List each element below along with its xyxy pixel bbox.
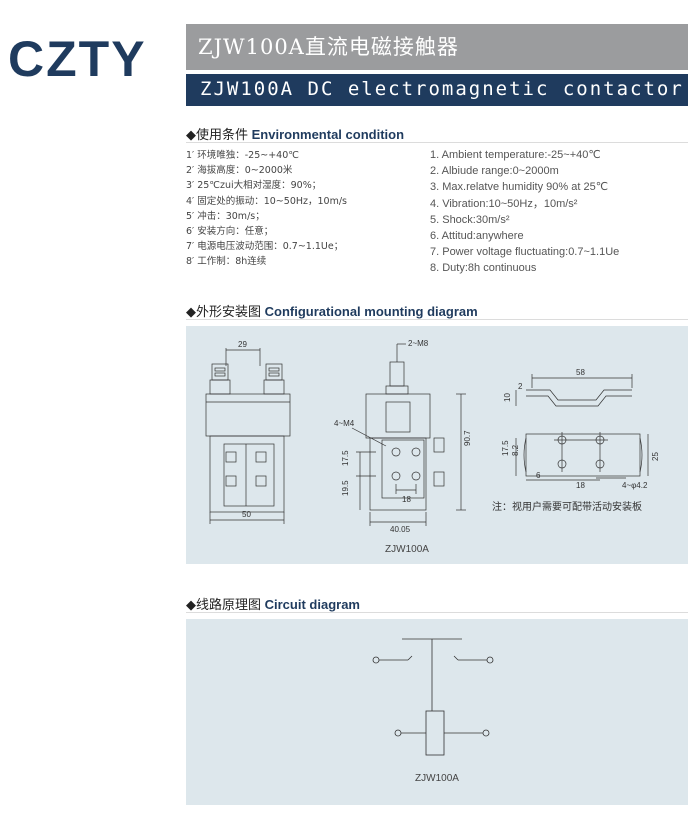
dim-plate-right: 25 (651, 452, 660, 461)
dim-plate-b1: 6 (536, 471, 541, 480)
list-item: 6′ 安装方向：任意； (186, 226, 274, 238)
list-item: 4. Vibration:10~50Hz，10m/s² (430, 197, 578, 210)
list-item: 3. Max.relatve humidity 90% at 25℃ (430, 181, 609, 194)
list-item: 8′ 工作制：8h连续 (186, 256, 267, 268)
list-item: 2. Albiude range:0~2000m (430, 165, 559, 178)
dim-plate-holes: 4~φ4.2 (622, 481, 648, 490)
list-item: 1′ 环境唯独：-25~+40℃ (186, 150, 299, 161)
title-en-bar (186, 74, 688, 106)
list-item: 6. Attitud:anywhere (430, 230, 524, 243)
title-en: ZJW100A DC electromagnetic contactor (200, 78, 684, 100)
dim-plate-left1: 17.5 (501, 440, 510, 456)
circuit-diagram: ZJW100A (372, 638, 494, 784)
brand-logo: CZTY (8, 31, 147, 87)
dim-front-bottom: 50 (242, 510, 251, 519)
list-item: 7′ 电源电压波动范围：0.7~1.1Ue； (186, 241, 344, 253)
list-item: 2′ 海拔高度：0~2000米 (186, 165, 293, 177)
list-item: 3′ 25℃zui大相对湿度：90%； (186, 180, 322, 192)
title-cn-bar (186, 24, 688, 70)
env-heading: ◆使用条件 Environmental condition (186, 124, 404, 143)
circuit-divider (186, 612, 688, 613)
dim-plate-v2: 10 (503, 393, 512, 402)
circuit-heading: ◆线路原理图 Circuit diagram (186, 594, 360, 613)
env-en-list: 1. Ambient temperature:-25~+40℃ 2. Albiu… (430, 147, 619, 277)
list-item: 4′ 固定处的振动：10~50Hz，10m/s (186, 195, 347, 207)
dim-side-height: 90.7 (463, 430, 472, 446)
dim-front-top: 29 (238, 340, 247, 349)
circuit-heading-en: Circuit diagram (264, 597, 360, 612)
mounting-heading-en: Configurational mounting diagram (264, 304, 478, 319)
mounting-heading-cn: ◆外形安装图 (186, 304, 261, 319)
circuit-heading-cn: ◆线路原理图 (186, 597, 261, 612)
mounting-divider (186, 319, 688, 320)
env-divider (186, 142, 688, 143)
dim-plate-top: 58 (576, 368, 585, 377)
dim-side-bottom: 40.05 (390, 525, 411, 534)
list-item: 5′ 冲击：30m/s； (186, 210, 265, 222)
env-heading-en: Environmental condition (251, 127, 405, 142)
env-heading-cn: ◆使用条件 (186, 127, 248, 142)
dim-side-top: 2~M8 (408, 339, 429, 348)
dim-side-v2: 19.5 (341, 480, 350, 496)
list-item: 1. Ambient temperature:-25~+40℃ (430, 149, 601, 161)
list-item: 7. Power voltage fluctuating:0.7~1.1Ue (430, 246, 620, 259)
env-cn-list: 1′ 环境唯独：-25~+40℃ 2′ 海拔高度：0~2000米 3′ 25℃z… (186, 148, 347, 270)
mounting-note: 注：视用户需要可配带活动安装板 (492, 500, 642, 513)
list-item: 5. Shock:30m/s² (430, 213, 510, 226)
mounting-diagram-panel: 29 50 2~M8 4~M4 17.5 19.5 18 90.7 40.05 … (186, 326, 688, 564)
mounting-model-label: ZJW100A (385, 544, 429, 555)
dim-plate-v1: 2 (518, 382, 523, 391)
list-item: 8. Duty:8h continuous (430, 262, 537, 275)
dim-plate-b2: 18 (576, 481, 585, 490)
mounting-diagram: 29 50 2~M8 4~M4 17.5 19.5 18 90.7 40.05 … (205, 339, 660, 555)
dim-side-holes: 4~M4 (334, 419, 355, 428)
circuit-diagram-panel: ZJW100A (186, 619, 688, 805)
dim-plate-left2: 8.2 (511, 444, 520, 456)
title-cn: ZJW100A直流电磁接触器 (198, 35, 459, 59)
mounting-heading: ◆外形安装图 Configurational mounting diagram (186, 301, 478, 320)
dim-side-h: 18 (402, 495, 411, 504)
circuit-model-label: ZJW100A (415, 773, 459, 784)
dim-side-v1: 17.5 (341, 450, 350, 466)
